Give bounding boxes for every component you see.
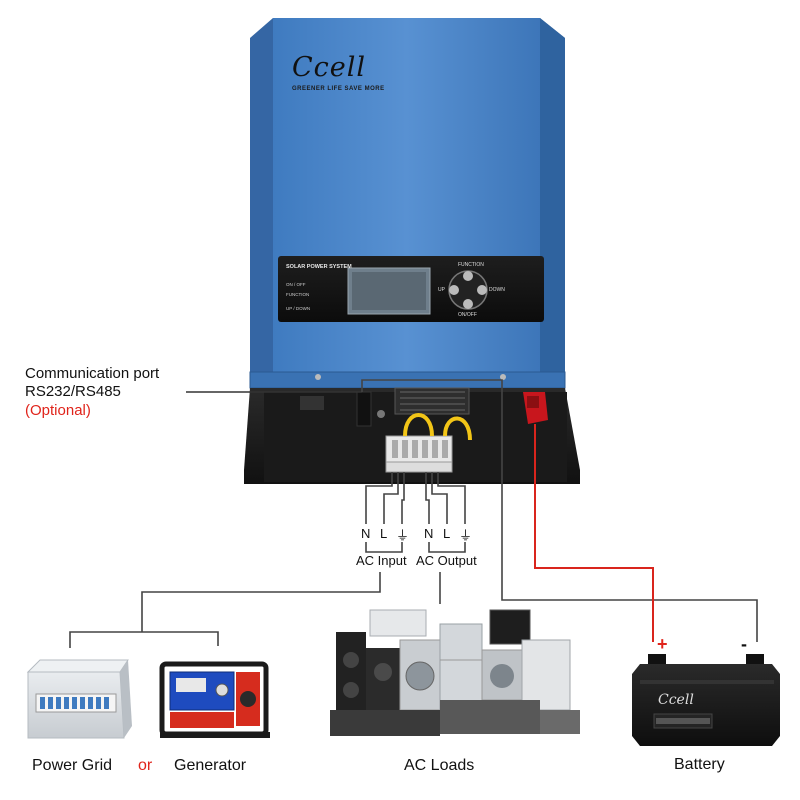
power-grid-label: Power Grid [32,757,113,774]
ac-input-g-wire [401,472,405,524]
source-split [69,631,219,648]
keypad-label-up: UP [438,287,445,293]
power-grid-icon [26,659,132,739]
comm-port-protocols: RS232/RS485 [25,383,121,400]
ac-output-pin-l: L [443,526,451,541]
lcd-glass [352,272,426,310]
tv [489,609,531,645]
or-label: or [138,757,153,774]
ac-input-pin-n: N [361,526,371,541]
ac-input-l-wire [383,472,399,524]
ac-input-bracket [365,542,403,553]
ac-input-label: AC Input [356,553,407,568]
ac-output-label: AC Output [416,553,477,568]
keypad-label-onoff: ON/OFF [458,312,477,318]
screw-right [500,374,506,380]
bay-screw [377,410,385,418]
battery-terminal-positive [523,392,548,424]
panel-legend-function: FUNCTION [286,292,310,297]
ac-output-g-wire [437,472,466,524]
bay-bracket [300,396,324,410]
onoff-button[interactable] [463,299,473,309]
comm-port-label: Communication port [25,365,160,382]
battery-icon [632,654,780,746]
brand-slogan: GREENER LIFE SAVE MORE [292,86,385,92]
battery-plus-sign: + [657,634,668,654]
panel-title: SOLAR POWER SYSTEM [286,264,352,270]
battery-body [632,664,780,746]
ac-input-pin-l: L [380,526,388,541]
inverter-left-side [250,18,273,376]
ac-input-n-wire [365,472,393,524]
kitchen-appliances [330,710,440,736]
ac-output-pin-n: N [424,526,434,541]
comm-port-optional: (Optional) [25,402,91,419]
screw-left [315,374,321,380]
battery-positive-wire [534,424,654,642]
comm-port-module [356,391,372,427]
panel-legend-onoff: ON / OFF [286,282,306,287]
ac-loads-icon [330,609,580,736]
speaker-mid [366,648,400,720]
air-conditioner [369,609,427,637]
battery-negative-wire [361,379,758,642]
ac-output-l-wire [431,472,448,524]
inverter [244,18,580,484]
generator-icon [159,661,270,738]
panel-legend-updown: UP / DOWN [286,306,311,311]
fridge-right [521,639,571,711]
ac-loads-label: AC Loads [404,757,475,774]
wiring [69,379,758,648]
generator-label: Generator [174,757,247,774]
speaker-left [336,632,366,712]
battery-brand: Ccell [658,692,694,708]
keypad [448,270,488,310]
internal-wire-yellow-2 [443,416,472,441]
battery-post-negative [746,654,764,664]
ac-output-bracket [428,542,466,553]
inverter-right-side [540,18,565,392]
ac-input-pin-ground: ⏚ [396,528,410,543]
ac-output-n-wire [425,472,430,524]
function-button[interactable] [463,271,473,281]
up-button[interactable] [449,285,459,295]
ac-input-feed [141,572,381,632]
internal-wire-yellow [403,413,434,437]
brand-logo: Ccell [292,52,367,83]
keypad-label-function: FUNCTION [458,262,484,268]
battery-minus-sign: - [741,634,747,654]
battery-post-positive [648,654,666,664]
keypad-label-down: DOWN [489,287,505,293]
ac-output-pin-ground: ⏚ [459,528,473,543]
microwave-row [440,700,540,734]
down-button[interactable] [477,285,487,295]
battery-label: Battery [674,756,725,773]
terminal-block [385,435,453,473]
cooling-fan [394,387,470,415]
